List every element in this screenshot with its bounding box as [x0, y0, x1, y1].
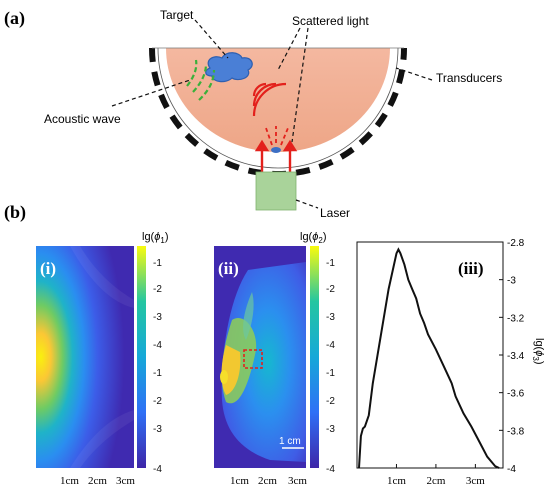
colorbar-2-ticks: -1 -2 -3 -4 -1 -2 -3 -4	[326, 258, 335, 475]
colorbar-2	[310, 246, 319, 468]
x-tick-label: 1cm	[387, 475, 406, 487]
plot-iii-line	[358, 247, 500, 469]
y-tick-label: -3.8	[507, 426, 525, 437]
light-spot	[271, 147, 281, 153]
panel-b-label: (b)	[4, 202, 26, 223]
svg-text:3cm: 3cm	[116, 475, 135, 487]
svg-text:-2: -2	[326, 284, 335, 295]
target-callout	[194, 19, 229, 59]
y-tick-label: -2.8	[507, 238, 525, 249]
target-label: Target	[160, 8, 194, 22]
y-tick-label: -3.6	[507, 389, 525, 400]
svg-text:-4: -4	[153, 340, 162, 351]
sub-label-iii: (iii)	[458, 259, 484, 278]
colorbar-1-ticks: -1 -2 -3 -4 -1 -2 -3 -4	[153, 258, 162, 475]
svg-text:1cm: 1cm	[60, 475, 79, 487]
plot-iii-ylabel: lg(ϕ3)	[531, 338, 545, 364]
plot-iii-x-ticks: 1cm 2cm 3cm	[387, 464, 485, 487]
scattered-light-icon	[252, 82, 287, 117]
svg-text:-3: -3	[153, 424, 162, 435]
svg-text:1cm: 1cm	[230, 475, 249, 487]
region-of-interest-box	[243, 349, 263, 369]
x-ticks-i: 1cm 2cm 3cm	[60, 475, 135, 487]
colorbar-2-title: lg(ϕ2)	[300, 231, 326, 245]
colorbar-1	[137, 246, 146, 468]
svg-text:2cm: 2cm	[258, 475, 277, 487]
acoustic-wave-icon	[186, 59, 216, 101]
svg-text:3cm: 3cm	[288, 475, 307, 487]
x-ticks-ii: 1cm 2cm 3cm	[230, 475, 307, 487]
plot-iii-y-ticks: -2.8 -3 -3.2 -3.4 -3.6 -3.8 -4	[499, 238, 525, 475]
heatmap-ii	[214, 246, 306, 468]
sub-label-ii: (ii)	[218, 259, 239, 278]
svg-text:-1: -1	[153, 258, 162, 269]
svg-text:-2: -2	[326, 396, 335, 407]
target-blob	[205, 52, 253, 83]
laser-box	[255, 171, 297, 211]
scatter-callout-1	[277, 27, 301, 71]
sub-label-i: (i)	[40, 259, 56, 278]
laser-callout	[295, 199, 319, 209]
y-tick-label: -3	[507, 276, 516, 287]
acoustic-wave-label: Acoustic wave	[44, 112, 121, 126]
svg-text:-3: -3	[153, 312, 162, 323]
panel-a-label: (a)	[4, 8, 25, 29]
colorbar-1-title: lg(ϕ1)	[142, 231, 168, 245]
svg-text:-4: -4	[153, 464, 162, 475]
svg-text:-3: -3	[326, 424, 335, 435]
y-tick-label: -3.4	[507, 351, 525, 362]
transducers-callout	[395, 67, 433, 81]
transducers-label: Transducers	[436, 71, 502, 85]
svg-text:-1: -1	[326, 368, 335, 379]
x-tick-label: 3cm	[466, 475, 485, 487]
svg-text:-2: -2	[153, 284, 162, 295]
svg-text:-1: -1	[326, 258, 335, 269]
svg-text:-3: -3	[326, 312, 335, 323]
y-tick-label: -4	[507, 464, 516, 475]
svg-text:-4: -4	[326, 464, 335, 475]
scatter-rays	[265, 126, 289, 146]
laser-arrows	[254, 139, 298, 175]
svg-text:-1: -1	[153, 368, 162, 379]
y-tick-label: -3.2	[507, 313, 525, 324]
x-tick-label: 2cm	[426, 475, 445, 487]
svg-text:-4: -4	[326, 340, 335, 351]
laser-label: Laser	[320, 206, 350, 220]
plot-iii-frame	[356, 241, 504, 469]
scale-bar-label: 1 cm	[279, 436, 301, 447]
heatmap-i	[36, 246, 134, 468]
scattered-light-label: Scattered light	[292, 14, 369, 28]
svg-text:2cm: 2cm	[88, 475, 107, 487]
scatter-callout-2	[291, 27, 309, 143]
svg-text:-2: -2	[153, 396, 162, 407]
